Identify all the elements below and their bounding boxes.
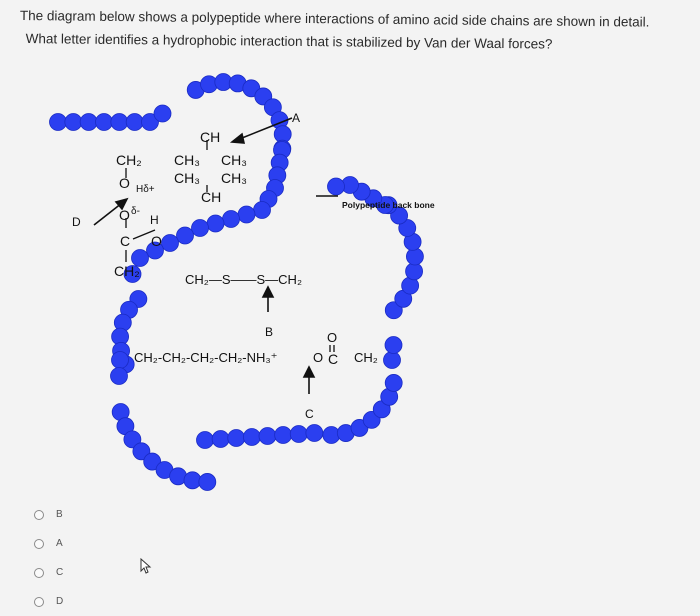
chem-h-bond-h: H — [150, 213, 159, 227]
chem-salt-c: C — [328, 351, 338, 367]
backbone-bead — [384, 374, 403, 392]
backbone-bead — [274, 426, 293, 444]
backbone-bead — [384, 336, 403, 354]
backbone-bead — [110, 367, 128, 385]
radio-button[interactable] — [34, 509, 44, 520]
chem-ch2-left: CH₂ — [116, 152, 142, 168]
backbone-bead — [191, 219, 209, 237]
backbone-bead — [79, 113, 98, 131]
backbone-bead — [146, 241, 164, 260]
backbone-bead — [143, 452, 162, 471]
chem-carbonyl-o: O — [327, 330, 337, 345]
label-backbone: Polypeptide back bone — [342, 200, 435, 210]
backbone-bead — [406, 247, 424, 266]
chem-ch3-a: CH₃ — [174, 152, 200, 168]
backbone-bead — [405, 262, 423, 281]
option-label: A — [56, 538, 63, 549]
backbone-bead — [383, 351, 401, 369]
arrow-c-head — [302, 365, 316, 378]
chem-salt-chain: CH₂-CH₂-CH₂-CH₂-NH₃⁺ — [134, 350, 278, 365]
chem-ch3-d: CH₃ — [221, 170, 247, 186]
chem-delta-minus: δ- — [131, 206, 140, 217]
backbone-bead — [327, 177, 345, 196]
backbone-bead — [123, 265, 142, 283]
backbone-bead — [110, 113, 129, 131]
label-d: D — [72, 215, 81, 229]
label-b: B — [265, 325, 273, 339]
chem-o-delta: O — [119, 207, 130, 223]
backbone-bead — [141, 113, 159, 131]
backbone-bead — [49, 113, 67, 131]
chem-disulfide: CH₂—S——S—CH₂ — [185, 272, 302, 287]
backbone-bead — [222, 210, 240, 228]
mouse-cursor-icon — [140, 558, 152, 574]
radio-button[interactable] — [34, 538, 44, 549]
backbone-bead — [198, 473, 217, 491]
chem-ch-bottom: CH — [201, 189, 221, 205]
arrow-b-head — [261, 285, 275, 298]
backbone-bead — [258, 427, 277, 445]
label-a: A — [292, 111, 300, 125]
backbone-bead — [132, 442, 151, 461]
radio-button[interactable] — [34, 596, 44, 607]
chem-salt-ch2: CH₂ — [354, 350, 378, 365]
backbone-bead — [125, 113, 144, 131]
backbone-bead — [111, 351, 129, 369]
arrow-a — [236, 117, 293, 141]
pointer-arrows — [93, 117, 338, 394]
backbone-bead — [161, 234, 179, 252]
option-label: C — [56, 567, 64, 578]
backbone-bead — [123, 430, 142, 449]
chem-o-top: O — [119, 175, 130, 191]
option-label: D — [56, 596, 64, 607]
option-a[interactable]: A — [34, 529, 63, 558]
option-c[interactable]: C — [34, 558, 63, 587]
backbone-bead — [64, 113, 83, 131]
arrow-d — [93, 202, 123, 226]
option-b[interactable]: B — [34, 500, 63, 529]
chem-ch-top: CH — [200, 129, 220, 145]
chem-h-delta-plus: Hδ+ — [136, 184, 155, 195]
answer-options: B A C D — [34, 500, 63, 616]
backbone-bead — [131, 249, 149, 267]
backbone-bead — [183, 471, 202, 490]
bond-lines — [125, 140, 335, 352]
chem-c-left: C — [120, 233, 130, 249]
label-c: C — [305, 407, 314, 421]
chem-o-left: O — [151, 233, 162, 249]
backbone-bead — [211, 430, 230, 448]
radio-button[interactable] — [34, 567, 44, 578]
backbone-bead — [176, 226, 194, 245]
arrow-a-head — [229, 132, 246, 144]
arrow-d-head — [114, 197, 129, 211]
chem-ch3-c: CH₃ — [174, 170, 200, 186]
backbone-bead — [289, 425, 308, 443]
polypeptide-backbone — [49, 73, 424, 491]
backbone-bead — [95, 113, 113, 131]
option-d[interactable]: D — [34, 587, 63, 616]
chem-salt-o: O — [313, 350, 323, 365]
chem-ch2-left-bottom: CH₂ — [114, 263, 140, 279]
backbone-bead — [196, 431, 214, 449]
backbone-bead — [206, 214, 225, 233]
backbone-bead — [242, 428, 261, 446]
backbone-bead — [227, 429, 246, 447]
backbone-bead — [305, 424, 324, 442]
backbone-bead — [398, 219, 417, 237]
backbone-bead — [253, 201, 271, 219]
backbone-bead — [237, 205, 256, 224]
backbone-bead — [153, 104, 172, 123]
chem-ch3-b: CH₃ — [221, 152, 247, 168]
option-label: B — [56, 509, 63, 520]
